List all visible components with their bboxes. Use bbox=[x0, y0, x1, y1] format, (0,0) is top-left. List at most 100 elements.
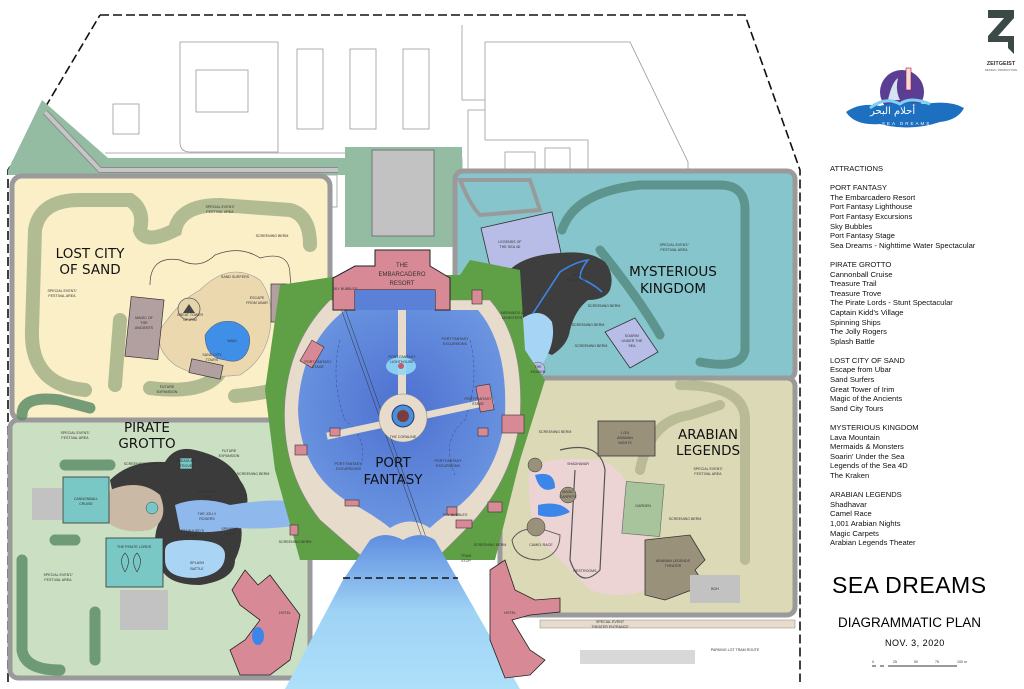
wadi-lake bbox=[204, 321, 251, 362]
map-label-pg-berm-3: SCREENING BERM bbox=[279, 540, 312, 544]
zone-title-myst-1: MYSTERIOUS bbox=[629, 264, 717, 280]
map-label-al-berm: SCREENING BERM bbox=[669, 517, 702, 521]
legend-item: Splash Battle bbox=[830, 336, 875, 346]
legend-item: Port Fantasy Lighthouse bbox=[830, 202, 913, 212]
map-label-pg-fest-top-2: FESTIVAL AREA bbox=[61, 436, 89, 440]
pirate-plaza bbox=[105, 485, 164, 532]
map-label-cannonball-2: CRUISE bbox=[79, 502, 93, 506]
map-label-parking-tram: PARKING LOT TRAM ROUTE bbox=[711, 648, 760, 652]
map-label-pf-stage-left-1: PORT FANTASY bbox=[305, 360, 333, 364]
map-label-pg-fest-bottom-2: FESTIVAL AREA bbox=[44, 578, 72, 582]
parking-lot-tram-route bbox=[539, 619, 796, 629]
splash-battle-pool bbox=[165, 540, 225, 578]
map-label-great-tower-1: GREAT TOWER bbox=[177, 313, 204, 317]
map-label-coraline: THE CORALINE bbox=[390, 435, 417, 439]
legend-item: Soarin' Under the Sea bbox=[830, 451, 905, 461]
legend-item: Treasure Trail bbox=[830, 279, 877, 289]
map-label-restrooms: RESTROOMS bbox=[573, 569, 597, 573]
map-label-magic-ancients-1: MAGIC OF bbox=[135, 316, 154, 320]
map-label-al-theater-2: THEATER bbox=[665, 564, 682, 568]
legend-item: The Jolly Rogers bbox=[830, 327, 887, 337]
map-label-mk-fest-1: SPECIAL EVENT/ bbox=[659, 243, 688, 247]
map-label-escape-ubar-2: FROM UBAR bbox=[246, 301, 268, 305]
map-label-lava-1: LAVA bbox=[572, 273, 581, 277]
pirate-lords-arena bbox=[105, 537, 164, 588]
sea-dreams-logo: أحلام البحر SEA DREAMS bbox=[840, 60, 970, 135]
map-label-mk-berm-2: SCREENING BERM bbox=[572, 323, 605, 327]
legend-section-title: PORT FANTASY bbox=[830, 183, 887, 193]
map-label-pf-exc-left-2: EXCURSIONS bbox=[336, 467, 360, 471]
map-label-magic-ancients-2: THE bbox=[140, 321, 148, 325]
map-label-pg-berm-1: SCREENING BERM bbox=[124, 462, 157, 466]
legend-item: Magic of the Ancients bbox=[830, 394, 903, 404]
map-label-tram-stop-1: TRAM bbox=[461, 554, 471, 558]
map-label-theater-entrance-1: SPECIAL EVENT bbox=[596, 620, 625, 624]
boh-area bbox=[690, 575, 740, 603]
map-label-lc-future-2: EXPANSION bbox=[157, 390, 178, 394]
map-label-sand-city-1: SAND CITY bbox=[202, 353, 222, 357]
map-label-escape-ubar-1: ESCAPE bbox=[250, 296, 265, 300]
hotel-left bbox=[229, 569, 301, 676]
arabian-plaza bbox=[528, 458, 652, 595]
scale-tick-label: 100 m bbox=[957, 660, 967, 664]
map-label-kidd-1: CAPTAIN KIDD'S bbox=[176, 529, 205, 533]
map-label-mermaids-2: MONSTERS bbox=[502, 316, 523, 320]
map-label-mermaids-1: MERMAIDS & bbox=[501, 311, 524, 315]
scale-tick-label: 0 bbox=[872, 660, 874, 664]
map-label-wadi: WADI bbox=[227, 339, 236, 343]
legend-item: Mermaids & Monsters bbox=[830, 442, 904, 452]
legend-section-title: LOST CITY OF SAND bbox=[830, 355, 905, 365]
map-label-embarcadero-3: RESORT bbox=[390, 281, 415, 287]
legend-item: Escape from Ubar bbox=[830, 365, 892, 375]
map-label-carpets-1: MAGIC bbox=[562, 490, 574, 494]
legend-item: The Embarcadero Resort bbox=[830, 192, 916, 202]
map-label-al-berm-left: SCREENING BERM bbox=[539, 430, 572, 434]
zone-title-pirate-2: GROTTO bbox=[118, 436, 175, 452]
legend-item: Magic Carpets bbox=[830, 528, 879, 538]
scale-tick-label: 75 bbox=[935, 660, 939, 664]
zone-title-pirate-1: PIRATE bbox=[124, 420, 170, 436]
map-label-tram-stop-2: STOP bbox=[461, 559, 471, 563]
map-label-pf-lighthouse-2: LIGHTHOUSE bbox=[390, 360, 414, 364]
zone-title-port-1: PORT bbox=[375, 455, 411, 471]
map-label-treasure-trove-2: TROVE bbox=[180, 464, 193, 468]
shadhavar-coaster bbox=[559, 446, 606, 579]
map-label-mk-berm-1: SCREENING BERM bbox=[588, 304, 621, 308]
map-label-nights-3: NIGHTS bbox=[618, 441, 632, 445]
map-label-pf-exc-right-1: PORT FANTASY bbox=[435, 459, 463, 463]
map-label-pf-exc-top-1: PORT FANTASY bbox=[442, 337, 470, 341]
legend-item: Lava Mountain bbox=[830, 432, 880, 442]
map-label-jolly-2: ROGERS bbox=[199, 517, 215, 521]
legend-item: Sand City Tours bbox=[830, 403, 884, 413]
legend-item: 1,001 Arabian Nights bbox=[830, 518, 901, 528]
sand-surfers-track bbox=[149, 250, 296, 326]
map-label-kraken-2: KRAKEN bbox=[531, 370, 546, 374]
map-label-camel-race: CAMEL RACE bbox=[529, 543, 553, 547]
map-label-pf-lighthouse-1: PORT FANTASY bbox=[389, 355, 417, 359]
zeitgeist-tagline: DESIGN • PRODUCTION bbox=[984, 68, 1018, 72]
sea-dreams-arabic: أحلام البحر bbox=[870, 106, 916, 117]
map-label-pg-future-1: FUTURE bbox=[222, 449, 237, 453]
map-label-soarin-3: SEA bbox=[628, 344, 636, 348]
map-label-great-tower-2: OF IRIM bbox=[183, 318, 197, 322]
map-label-pf-stage-right-1: PORT FANTASY bbox=[465, 397, 493, 401]
map-label-pg-fest-top-1: SPECIAL EVENT/ bbox=[60, 431, 89, 435]
map-label-pg-berm-2: SCREENING BERM bbox=[237, 472, 270, 476]
map-label-sand-city-2: TOURS bbox=[206, 358, 219, 362]
map-label-pf-stage-left-2: STAGE bbox=[312, 365, 325, 369]
pirate-lagoon bbox=[175, 500, 300, 533]
soarin-building bbox=[604, 317, 659, 369]
map-label-shadhavar: SHADHAVAR bbox=[567, 462, 589, 466]
legend-section-title: PIRATE GROTTO bbox=[830, 259, 892, 269]
map-label-mk-berm-3: SCREENING BERM bbox=[575, 344, 608, 348]
legend-item: Sky Bubbles bbox=[830, 221, 873, 231]
bus-drop-off bbox=[371, 149, 435, 237]
map-label-splash-1: SPLASH bbox=[190, 561, 205, 565]
hotel-right bbox=[489, 559, 561, 679]
map-label-garden: GARDEN bbox=[635, 504, 651, 508]
water-channel bbox=[285, 535, 520, 689]
map-label-lc-fest-top-2: FESTIVAL AREA bbox=[206, 210, 234, 214]
